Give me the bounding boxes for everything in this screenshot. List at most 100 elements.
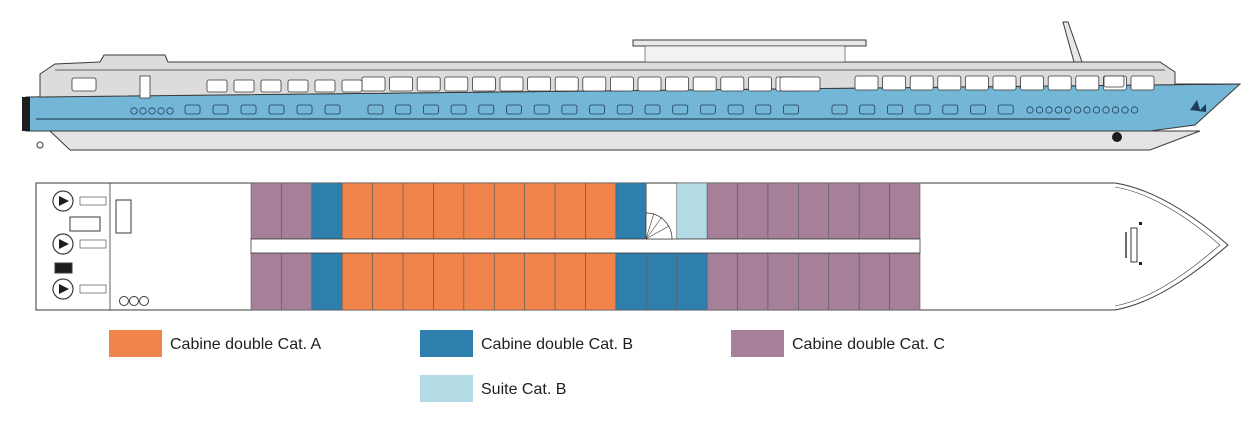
cabin-porthole-3 xyxy=(268,104,285,115)
bottom-row-cabin-19 xyxy=(798,252,830,311)
window-18 xyxy=(854,75,879,91)
window-17 xyxy=(779,76,821,92)
engine-arrow-icon xyxy=(59,239,69,249)
window-22 xyxy=(965,75,989,91)
top-row-cabin-11 xyxy=(554,182,586,240)
cabin-porthole-19 xyxy=(727,104,744,115)
top-row-cabin-5 xyxy=(372,182,404,240)
cabin-porthole-7 xyxy=(395,104,412,115)
window-9 xyxy=(582,76,607,92)
cabin-porthole-23 xyxy=(859,104,876,115)
top-row-cabin-1 xyxy=(250,182,282,240)
cabin-porthole-6 xyxy=(367,104,384,115)
window-4 xyxy=(444,76,469,92)
cabins xyxy=(250,182,921,311)
top-row-cabin-18 xyxy=(767,182,799,240)
window-25 xyxy=(1047,75,1072,91)
cabin-porthole-27 xyxy=(970,104,986,115)
window-3 xyxy=(416,76,441,92)
window-23 xyxy=(992,75,1017,91)
cabin-porthole-15 xyxy=(616,104,633,115)
window-15 xyxy=(748,76,772,92)
top-row-cabin-12 xyxy=(585,182,617,240)
window-5 xyxy=(471,76,496,92)
window-24 xyxy=(1020,75,1044,91)
cabin-porthole-4 xyxy=(296,104,313,115)
top-row-cabin-22 xyxy=(889,182,921,240)
engine-room xyxy=(52,190,149,306)
engine-shaft xyxy=(79,284,107,294)
top-row-cabin-20 xyxy=(828,182,860,240)
legend-item-cat-a: Cabine double Cat. A xyxy=(109,330,322,357)
tank-2 xyxy=(129,296,139,306)
cabin-porthole-10 xyxy=(478,104,495,115)
bottom-row-cabin-10 xyxy=(524,252,556,311)
round-porthole-30 xyxy=(139,107,147,115)
window-14 xyxy=(720,76,745,92)
deck-inner-outline xyxy=(1114,186,1221,307)
spiral-staircase-icon xyxy=(645,212,673,240)
legend-label-cat-c: Cabine double Cat. C xyxy=(792,336,945,353)
top-row-cabin-7 xyxy=(433,182,465,240)
cabin-porthole-5 xyxy=(324,104,341,115)
engine-shaft xyxy=(79,196,107,206)
window-7 xyxy=(527,76,551,92)
bottom-row-cabin-8 xyxy=(463,252,495,311)
round-porthole-29 xyxy=(130,107,138,115)
ship-side-profile xyxy=(22,21,1242,151)
cabin-porthole-13 xyxy=(561,104,578,115)
cabin-porthole-1 xyxy=(212,104,229,115)
bottom-row-cabin-14 xyxy=(646,252,678,311)
window-30 xyxy=(206,79,228,93)
sun-deck-railing xyxy=(644,45,846,63)
round-porthole-38 xyxy=(1064,106,1072,114)
top-row-cabin-8 xyxy=(463,182,495,240)
propeller-icon xyxy=(36,141,44,149)
cabin-porthole-21 xyxy=(783,104,799,115)
legend-swatch-cat-c xyxy=(731,330,784,357)
window-26 xyxy=(1075,75,1100,91)
cabin-porthole-11 xyxy=(506,104,522,115)
top-row-cabin-4 xyxy=(341,182,373,240)
round-porthole-36 xyxy=(1045,106,1053,114)
top-row-cabin-6 xyxy=(402,182,434,240)
window-33 xyxy=(287,79,309,93)
top-row-cabin-13 xyxy=(615,182,647,240)
cabin-porthole-8 xyxy=(422,104,439,115)
bottom-row-cabin-2 xyxy=(281,252,313,311)
legend-item-suite-b: Suite Cat. B xyxy=(420,375,566,402)
cabin-porthole-12 xyxy=(533,104,550,115)
tank-1 xyxy=(119,296,129,306)
round-porthole-34 xyxy=(1026,106,1034,114)
cabin-porthole-28 xyxy=(997,104,1014,115)
upper-windows xyxy=(71,75,1155,93)
engine-room-fixture-2 xyxy=(54,262,73,274)
window-2 xyxy=(389,76,414,92)
lower-hull xyxy=(48,130,1201,151)
top-row-cabin-19 xyxy=(798,182,830,240)
stern-dark-block xyxy=(22,97,30,131)
cabin-porthole-25 xyxy=(914,104,931,115)
round-porthole-40 xyxy=(1083,106,1091,114)
round-porthole-44 xyxy=(1121,106,1129,114)
bottom-row-cabin-4 xyxy=(341,252,373,311)
round-porthole-43 xyxy=(1111,106,1120,114)
bottom-row-cabin-22 xyxy=(889,252,921,311)
bottom-row-cabin-3 xyxy=(311,252,343,311)
top-row-cabin-16 xyxy=(706,182,738,240)
deck-plan xyxy=(35,182,1229,311)
bottom-row-cabin-5 xyxy=(372,252,404,311)
corridor xyxy=(250,238,921,254)
engine-shaft xyxy=(79,239,107,249)
cabin-porthole-18 xyxy=(700,104,716,115)
anchor-icon xyxy=(1112,132,1122,142)
bottom-row-cabin-7 xyxy=(433,252,465,311)
round-porthole-35 xyxy=(1035,106,1044,114)
top-row-cabin-21 xyxy=(858,182,890,240)
window-0 xyxy=(71,77,97,92)
cabin-porthole-16 xyxy=(644,104,661,115)
bottom-row-cabin-1 xyxy=(250,252,282,311)
round-porthole-32 xyxy=(157,107,165,115)
bottom-row-cabin-13 xyxy=(615,252,647,311)
